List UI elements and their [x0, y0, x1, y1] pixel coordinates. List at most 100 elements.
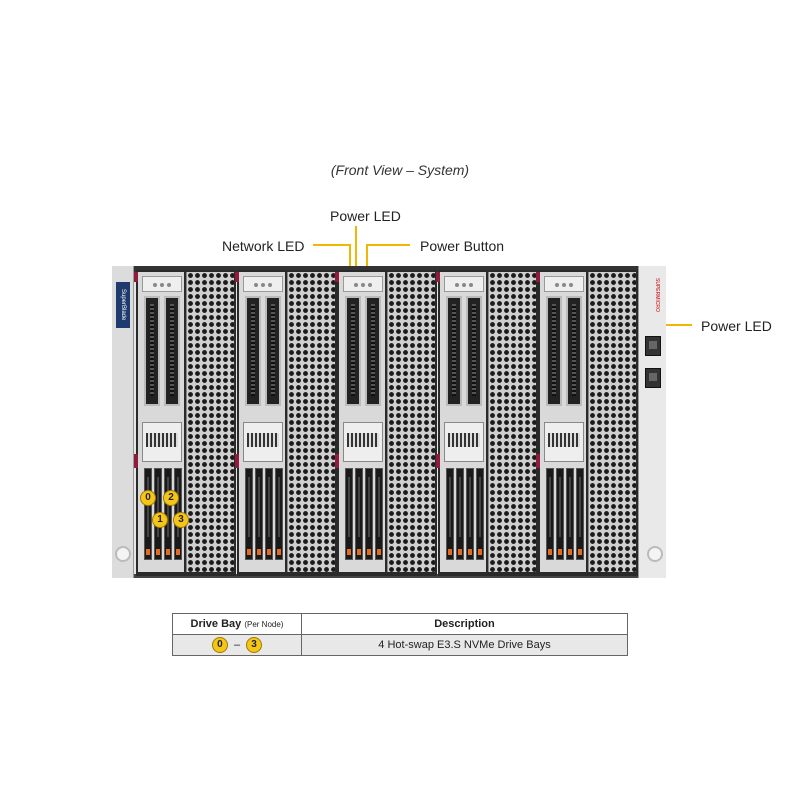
- drive-bay-badge-0: 0: [140, 490, 156, 506]
- power-button-icon[interactable]: [368, 283, 372, 287]
- e3s-drive-bay[interactable]: [576, 468, 584, 560]
- pcie-riser: [244, 296, 261, 406]
- drive-slot: [167, 477, 169, 537]
- blade-node-3[interactable]: [335, 270, 437, 576]
- pcie-riser: [365, 296, 381, 406]
- riser-vent: [150, 304, 154, 396]
- brand-plate: SuperBlade Enterprise: [116, 282, 130, 328]
- right-rack-ear: [638, 266, 666, 578]
- right-thumbscrew-icon[interactable]: [647, 546, 663, 562]
- e3s-drive-bay[interactable]: [375, 468, 383, 560]
- power-button-line-v: [366, 244, 368, 266]
- legend-header-row: Drive Bay (Per Node) Description: [172, 613, 628, 635]
- e3s-drive-bay[interactable]: [475, 468, 484, 560]
- riser-vent: [270, 304, 275, 396]
- e3s-drive-bay[interactable]: [455, 468, 464, 560]
- drive-bay-badge-2: 2: [163, 490, 179, 506]
- node-latch-accent: [134, 454, 138, 468]
- drive-slot: [147, 477, 149, 537]
- pcie-riser: [566, 296, 582, 406]
- riser-vent: [471, 304, 476, 396]
- drive-slot: [559, 477, 561, 537]
- e3s-drive-bay[interactable]: [144, 468, 152, 560]
- drive-slot: [378, 477, 380, 537]
- node-latch-accent: [536, 272, 540, 282]
- node-fan-grille: [186, 272, 234, 572]
- node-fan-grille: [487, 272, 536, 572]
- drive-slot: [348, 477, 350, 537]
- e3s-drive-bay[interactable]: [274, 468, 283, 560]
- node-io-panel: [544, 422, 584, 462]
- node-io-panel: [242, 422, 283, 462]
- power-button-icon[interactable]: [569, 283, 573, 287]
- e3s-drive-bay[interactable]: [355, 468, 363, 560]
- power-led-icon: [160, 283, 164, 287]
- legend-description: 4 Hot-swap E3.S NVMe Drive Bays: [301, 634, 628, 656]
- node-handle[interactable]: [544, 276, 584, 292]
- e3s-drive-bay[interactable]: [345, 468, 353, 560]
- power-button-icon[interactable]: [167, 283, 171, 287]
- drive-slot: [549, 477, 551, 537]
- e3s-drive-bay[interactable]: [365, 468, 373, 560]
- e3s-drive-bay[interactable]: [254, 468, 263, 560]
- node-handle[interactable]: [443, 276, 484, 292]
- drive-slot: [277, 477, 280, 537]
- node-fan-grille: [588, 272, 636, 572]
- blade-node-2[interactable]: [234, 270, 337, 576]
- io-grille: [146, 433, 178, 447]
- network-led-icon: [454, 283, 459, 287]
- blade-node-1[interactable]: [134, 270, 236, 576]
- network-led-line-h: [313, 244, 350, 246]
- legend-header-bay-suffix: (Per Node): [244, 620, 284, 629]
- node-latch-accent: [134, 272, 138, 282]
- e3s-drive-bay[interactable]: [244, 468, 253, 560]
- pcie-riser: [445, 296, 462, 406]
- e3s-drive-bay[interactable]: [546, 468, 554, 560]
- drive-bay-badge-3: 3: [173, 512, 189, 528]
- power-button-icon[interactable]: [468, 283, 473, 287]
- caption: (Front View – System): [330, 162, 470, 178]
- node-latch-accent: [435, 272, 440, 282]
- power-button-label: Power Button: [420, 238, 505, 254]
- pcie-riser: [164, 296, 180, 406]
- drive-bay-badge-1: 1: [152, 512, 168, 528]
- legend-badge-start: 0: [211, 637, 228, 653]
- riser-vent: [371, 304, 375, 396]
- network-led-label: Network LED: [222, 238, 305, 254]
- network-port-2[interactable]: [645, 368, 661, 388]
- power-button-icon[interactable]: [267, 283, 272, 287]
- right-ear-brand-label: SUPERMICRO: [654, 278, 660, 312]
- node-handle[interactable]: [142, 276, 182, 292]
- node-handle[interactable]: [343, 276, 383, 292]
- e3s-drive-bay[interactable]: [445, 468, 454, 560]
- node-front-panel: [439, 272, 486, 572]
- blade-node-4[interactable]: [435, 270, 538, 576]
- e3s-drive-bay[interactable]: [566, 468, 574, 560]
- node-fan-grille: [286, 272, 335, 572]
- power-led-icon: [461, 283, 466, 287]
- blade-node-5[interactable]: [536, 270, 638, 576]
- node-io-panel: [142, 422, 182, 462]
- legend-header-bay-text: Drive Bay: [190, 618, 242, 630]
- power-led-right-line: [658, 324, 692, 326]
- e3s-drive-bay[interactable]: [465, 468, 474, 560]
- network-led-icon: [153, 283, 157, 287]
- e3s-drive-bay[interactable]: [556, 468, 564, 560]
- drive-slot: [468, 477, 471, 537]
- legend-bay-range: 0 – 3: [172, 634, 302, 656]
- drive-slot: [257, 477, 260, 537]
- e3s-drive-bay[interactable]: [264, 468, 273, 560]
- network-port-1[interactable]: [645, 336, 661, 356]
- network-led-icon: [555, 283, 559, 287]
- power-led-icon: [361, 283, 365, 287]
- legend-badge-end: 3: [246, 637, 263, 653]
- node-handle[interactable]: [242, 276, 283, 292]
- left-thumbscrew-icon[interactable]: [115, 546, 131, 562]
- riser-vent: [250, 304, 255, 396]
- node-io-panel: [343, 422, 383, 462]
- power-led-right-label: Power LED: [701, 318, 772, 334]
- drive-slot: [368, 477, 370, 537]
- left-rack-ear: [112, 266, 134, 578]
- io-grille: [347, 433, 379, 447]
- node-latch-accent: [234, 454, 239, 468]
